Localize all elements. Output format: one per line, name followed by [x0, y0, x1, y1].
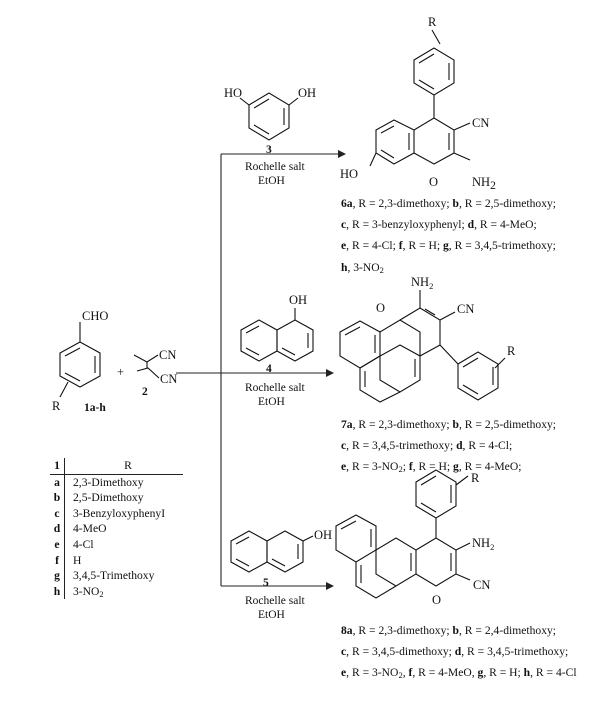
table-value: H — [64, 552, 183, 569]
table-row: c 3-BenzyloxyphenyI — [50, 505, 183, 522]
product-6-o: O — [429, 175, 438, 189]
product-8-r: R — [471, 471, 480, 485]
table-value: 3-NO2 — [64, 583, 183, 600]
table-row: e 4-Cl — [50, 536, 183, 553]
nitrile-top: CN — [159, 348, 176, 362]
conditions-2-line1: Rochelle salt — [245, 382, 306, 394]
table-value: 2,3-Dimethoxy — [64, 474, 183, 491]
product-8-nh2: NH2 — [472, 536, 494, 552]
naphthol-2-label: 5 — [263, 577, 269, 589]
reaction-arrows — [176, 150, 346, 590]
product-6-r: R — [428, 15, 437, 29]
naphthol-2-oh: OH — [314, 528, 332, 542]
table-key: f — [55, 553, 59, 567]
product-6-caption: 6a, R = 2,3-dimethoxy; b, R = 2,5-dimeth… — [341, 193, 556, 281]
product-6-ho: HO — [340, 167, 358, 181]
naphthol-1-oh: OH — [289, 293, 307, 307]
product-6-structure — [369, 29, 471, 167]
table-value: 2,5-Dimethoxy — [64, 490, 183, 506]
product-7-cn: CN — [457, 302, 474, 316]
naphthol-1-label: 4 — [266, 363, 272, 375]
product-6-caption-row: c, R = 3-benzyloxyphenyl; d, R = 4-MeO; — [341, 218, 537, 232]
table-key: g — [54, 569, 60, 583]
aldehyde-substituent: R — [52, 399, 61, 413]
product-8-o: O — [432, 593, 441, 607]
table-header: 1 R — [50, 458, 183, 475]
product-7-nh2: NH2 — [411, 275, 433, 291]
product-7-caption-row: e, R = 3-NO2; f, R = H; g, R = 4-MeO; — [341, 460, 522, 475]
table-key: b — [53, 491, 61, 505]
aldehyde-label: 1a-h — [84, 402, 106, 414]
resorcinol-oh-right: OH — [298, 86, 316, 100]
naphthol-2-structure — [230, 530, 314, 573]
product-7-caption: 7a, R = 2,3-dimethoxy; b, R = 2,5-dimeth… — [341, 414, 556, 481]
table-key: e — [54, 537, 60, 551]
product-7-o: O — [376, 301, 385, 315]
plus-sign: + — [117, 365, 124, 379]
table-key: h — [53, 584, 61, 598]
conditions-1-line1: Rochelle salt — [245, 161, 306, 173]
table-key: d — [53, 522, 61, 536]
product-7-caption-row: c, R = 3,4,5-trimethoxy; d, R = 4-Cl; — [341, 439, 513, 453]
product-8-cn: CN — [473, 578, 490, 592]
table-value: 3,4,5-Trimethoxy — [64, 568, 183, 584]
table-row: a 2,3-Dimethoxy — [50, 474, 183, 491]
table-value: 3-BenzyloxyphenyI — [64, 505, 183, 522]
conditions-3-line1: Rochelle salt — [245, 595, 306, 607]
table-value: 4-Cl — [64, 536, 183, 553]
resorcinol-structure — [239, 92, 299, 141]
product-8-structure — [335, 469, 471, 599]
product-7-caption-row: 7a, R = 2,3-dimethoxy; b, R = 2,5-dimeth… — [341, 418, 557, 431]
product-6-caption-row: e, R = 4-Cl; f, R = H; g, R = 3,4,5-trim… — [341, 239, 556, 253]
product-7-structure — [339, 290, 506, 403]
benzaldehyde-structure — [59, 322, 101, 398]
naphthol-1-structure — [240, 308, 314, 362]
table-row: g 3,4,5-Trimethoxy — [50, 568, 183, 584]
nitrile-label: 2 — [142, 386, 148, 398]
table-key: c — [54, 506, 60, 520]
table-key: a — [54, 475, 60, 489]
resorcinol-oh-left: HO — [224, 86, 242, 100]
product-8-caption-row: e, R = 3-NO2, f, R = 4-MeO, g, R = H; h,… — [341, 666, 577, 681]
product-6-caption-row: 6a, R = 2,3-dimethoxy; b, R = 2,5-dimeth… — [341, 197, 557, 210]
table-value: 4-MeO — [64, 521, 183, 537]
product-6-caption-row: h, 3-NO2 — [341, 260, 384, 275]
nitrile-bottom: CN — [160, 372, 177, 386]
product-8-caption-row: 8a, R = 2,3-dimethoxy; b, R = 2,4-dimeth… — [341, 624, 557, 637]
conditions-1-line2: EtOH — [258, 175, 285, 187]
table-header-value: R — [64, 458, 183, 474]
product-6-cn: CN — [472, 116, 489, 130]
conditions-2-line2: EtOH — [258, 396, 285, 408]
product-7-r: R — [507, 344, 516, 358]
conditions-3-line2: EtOH — [258, 609, 285, 621]
resorcinol-label: 3 — [266, 144, 272, 156]
aldehyde-group: CHO — [82, 309, 108, 323]
malononitrile-structure — [133, 354, 160, 379]
product-6-nh2: NH2 — [472, 175, 496, 192]
table-header-key: 1 — [54, 459, 60, 472]
product-8-caption-row: c, R = 3,4,5-dimethoxy; d, R = 3,4,5-tri… — [341, 645, 569, 659]
product-8-caption: 8a, R = 2,3-dimethoxy; b, R = 2,4-dimeth… — [341, 620, 577, 687]
